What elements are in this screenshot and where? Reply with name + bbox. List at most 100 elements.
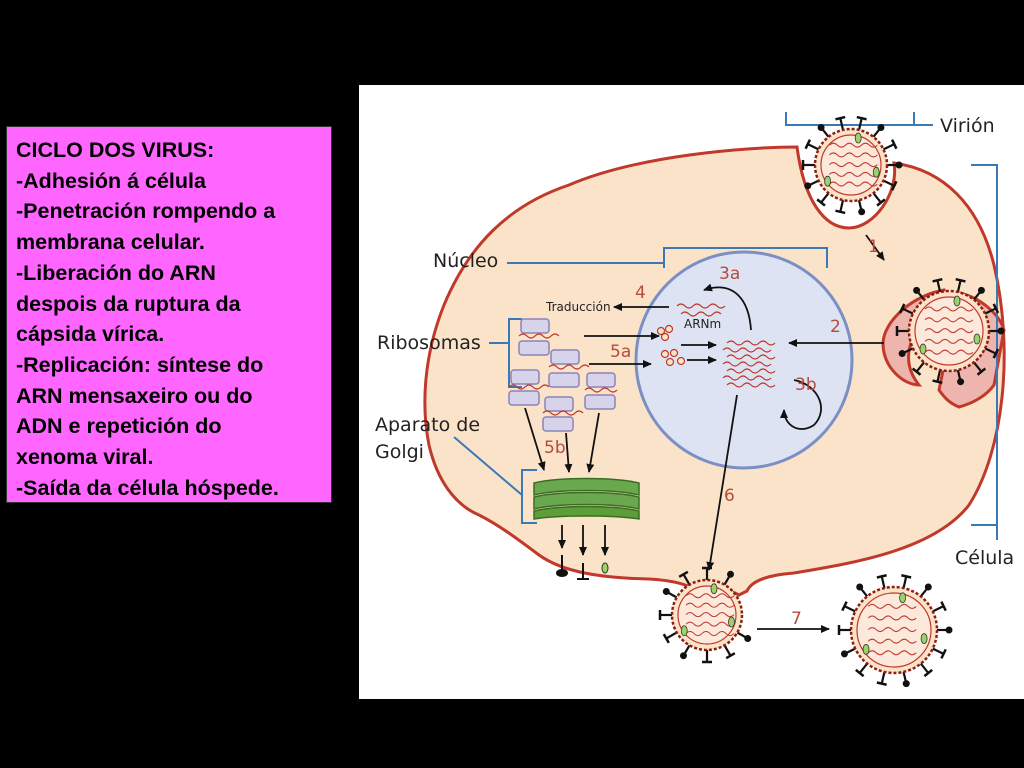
text-line-title: CICLO DOS VIRUS: — [16, 138, 215, 162]
spike-head — [680, 652, 687, 660]
genome-strand — [867, 603, 917, 609]
ribosome — [518, 340, 550, 356]
step-4: 4 — [635, 283, 646, 303]
spike-head — [876, 574, 887, 579]
spike-head — [662, 633, 670, 644]
genome-strand — [685, 631, 735, 637]
spike-head — [901, 574, 912, 579]
text-line: -Liberación do ARN — [16, 260, 216, 285]
glycoprotein — [872, 166, 880, 178]
subunit — [669, 348, 679, 358]
spike — [577, 563, 589, 580]
arrow-step-5b-1 — [524, 407, 546, 471]
genome-strand — [685, 612, 735, 618]
spike — [956, 280, 962, 293]
spike-head — [678, 570, 689, 578]
ribosome — [548, 372, 580, 388]
spike-head — [940, 601, 947, 612]
genome-strand — [829, 162, 878, 168]
subunit — [660, 332, 670, 342]
spike — [872, 192, 882, 204]
text-line: xenoma viral. — [16, 445, 154, 470]
spike-head — [898, 303, 906, 314]
subunit — [664, 324, 674, 334]
spike-head — [976, 367, 987, 376]
spike-head — [840, 650, 848, 658]
arrow-step-6 — [706, 394, 738, 571]
mrna — [548, 364, 590, 370]
text-line: -Saída da célula hóspede. — [16, 475, 279, 500]
arrow-step-3a — [703, 283, 752, 331]
spike — [936, 369, 942, 382]
arrow-step-5b-2 — [564, 432, 573, 473]
spike — [932, 647, 945, 655]
genome-strand — [726, 354, 776, 360]
spike-head — [841, 601, 848, 612]
spike — [839, 199, 845, 213]
spike — [973, 361, 983, 373]
diagram-svg: Virión Núcleo Ribosomas Aparato de Golgi… — [375, 112, 1014, 688]
spike-head — [817, 123, 825, 131]
step-5b: 5b — [544, 438, 566, 458]
ribosome — [520, 318, 550, 334]
spike — [839, 117, 845, 131]
genome-strand — [685, 621, 735, 627]
spike — [919, 662, 930, 674]
label-virion: Virión — [940, 115, 995, 137]
spike-head — [924, 583, 932, 591]
spike-head — [945, 626, 953, 634]
glycoprotein — [854, 132, 862, 144]
subunit — [660, 349, 670, 359]
spike-head — [957, 378, 965, 386]
spike-head — [835, 115, 846, 121]
glycoprotein — [710, 583, 718, 595]
spike-head — [898, 350, 906, 358]
golgi-bracket — [521, 469, 537, 524]
spike — [882, 143, 895, 151]
spike — [858, 662, 869, 674]
mrna — [676, 303, 726, 309]
spike-proteins — [556, 555, 609, 580]
label-traduccion: Traducción — [545, 300, 611, 314]
mrna — [542, 410, 584, 416]
glycoprotein — [920, 633, 928, 644]
step-1: 1 — [868, 237, 879, 257]
genome-strand — [829, 152, 878, 158]
spike-head — [932, 277, 943, 283]
step-3b: 3b — [795, 375, 817, 395]
golgi-cisterna — [533, 505, 640, 520]
genome-strand — [829, 142, 878, 148]
text-line: ARN mensaxeiro ou do — [16, 383, 253, 408]
spike-head — [804, 139, 812, 150]
genome-strand — [726, 382, 776, 388]
mrna — [518, 333, 560, 339]
text-line: -Penetración rompendo a — [16, 199, 276, 224]
spike — [932, 605, 945, 613]
arrow-step-5b-3 — [586, 412, 600, 473]
spike — [915, 361, 925, 373]
genome-strand — [867, 615, 917, 621]
virion — [895, 277, 1005, 386]
arrow-step-1 — [865, 234, 885, 261]
genome-strand — [722, 375, 772, 381]
genome-strand — [924, 317, 974, 323]
spike-head — [876, 198, 886, 207]
ribosome — [510, 369, 540, 385]
text-panel: CICLO DOS VIRUS: -Adhesión á célula -Pen… — [6, 126, 332, 503]
spike-head — [932, 379, 943, 385]
spike — [723, 644, 732, 657]
spike-head — [977, 286, 985, 294]
text-line: -Replicación: síntese do — [16, 352, 264, 377]
step-7: 7 — [791, 609, 802, 629]
genome-strand — [924, 306, 974, 312]
text-line: despois da ruptura da — [16, 291, 241, 316]
genome-strand — [924, 328, 974, 334]
spike — [807, 143, 820, 151]
step-5a: 5a — [610, 342, 631, 362]
spike — [556, 555, 568, 577]
ribosome — [544, 396, 574, 412]
spike — [902, 576, 908, 589]
genome-strand — [726, 340, 776, 346]
spike-head — [940, 648, 947, 659]
glycoprotein — [953, 295, 961, 307]
